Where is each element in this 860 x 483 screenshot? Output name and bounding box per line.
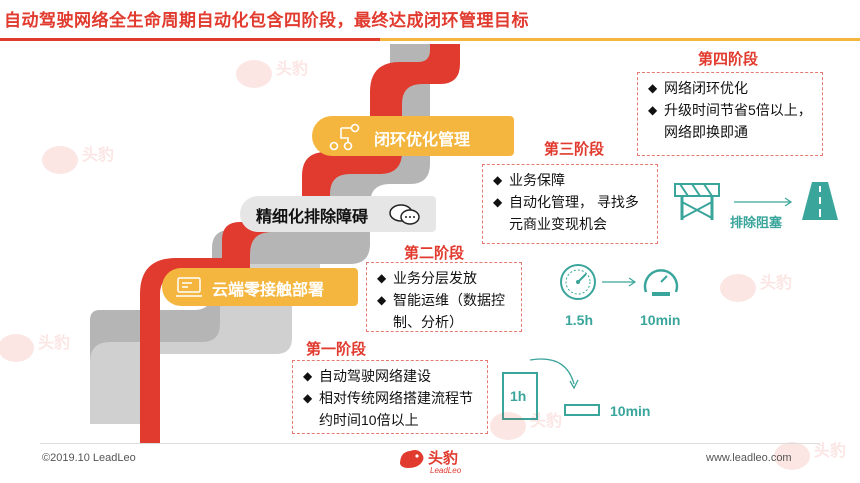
footer-logo-en: LeadLeo	[430, 466, 462, 475]
svg-text:头豹: 头豹	[814, 441, 846, 460]
road-icon	[802, 182, 838, 220]
stopwatch-icon	[643, 269, 679, 296]
step-refine-label: 精细化排除障碍	[256, 209, 369, 226]
chat-bubbles-icon	[389, 204, 420, 225]
footer-website[interactable]: www.leadleo.com	[706, 452, 792, 464]
speedometer-icon	[560, 264, 596, 300]
svg-text:头豹: 头豹	[760, 273, 792, 292]
stage-1-title: 第一阶段	[306, 341, 367, 358]
stage-1-bullet-2: 相对传统网络搭建流程节约时间10倍以上	[303, 387, 477, 431]
one-hour-box-icon	[502, 372, 538, 420]
footer-divider	[40, 443, 820, 444]
stage-2-time-before: 1.5h	[565, 312, 594, 328]
stage-2-bullet-2: 智能运维（数据控制、分析）	[377, 289, 511, 333]
watermark-logo-icon-5: 头豹	[720, 273, 792, 302]
watermark-logo-icon-6: 头豹	[774, 441, 846, 470]
stage-1-time-after: 10min	[610, 403, 651, 419]
stage-1-time-before: 1h	[510, 388, 527, 404]
stage-4-title: 第四阶段	[698, 51, 759, 68]
footer-logo-cn: 头豹	[428, 450, 459, 467]
svg-text:头豹: 头豹	[38, 333, 70, 352]
stage-3-box: 业务保障 自动化管理， 寻找多元商业变现机会	[482, 164, 658, 244]
road-barrier-icon	[674, 183, 720, 220]
stage-2-time-after: 10min	[640, 312, 681, 328]
stage-3-bullet-2: 自动化管理， 寻找多元商业变现机会	[493, 191, 647, 235]
stage-3-title: 第三阶段	[544, 141, 605, 158]
title-divider-red	[0, 38, 380, 41]
server-icon	[176, 277, 202, 297]
watermark-logo-icon-2: 头豹	[0, 333, 70, 362]
stage-4-bullet-2: 升级时间节省5倍以上，网络即换即通	[648, 99, 812, 143]
stage-2-title: 第二阶段	[404, 245, 465, 262]
stage-3-bullet-1: 业务保障	[493, 169, 647, 191]
stage-2-box: 业务分层发放 智能运维（数据控制、分析）	[366, 262, 522, 332]
arrow-right-icon	[602, 277, 637, 287]
flow-diagram-icon	[329, 123, 360, 151]
curved-arrow-icon	[529, 358, 579, 390]
leopard-logo-icon	[400, 450, 424, 468]
footer-copyright: ©2019.10 LeadLeo	[42, 452, 136, 464]
stage-1-bullet-1: 自动驾驶网络建设	[303, 365, 477, 387]
arrow-right-icon-2	[734, 197, 793, 207]
stage-2-bullet-1: 业务分层发放	[377, 267, 511, 289]
watermark-logo-icon: 头豹	[42, 145, 114, 174]
svg-text:头豹: 头豹	[82, 145, 114, 164]
stage-3-icon-label: 排除阻塞	[730, 215, 783, 230]
title-divider-yellow	[380, 38, 860, 41]
page-title: 自动驾驶网络全生命周期自动化包含四阶段，最终达成闭环管理目标	[4, 11, 529, 30]
svg-text:头豹: 头豹	[530, 411, 562, 430]
watermark-logo-icon-4: 头豹	[490, 411, 562, 440]
step-cloud-band	[162, 268, 358, 306]
watermark-logo-icon-3: 头豹	[236, 59, 308, 88]
step-cloud-label: 云端零接触部署	[212, 282, 325, 299]
ten-minute-box-icon	[564, 404, 600, 416]
svg-text:头豹: 头豹	[276, 59, 308, 78]
stage-4-bullet-1: 网络闭环优化	[648, 77, 812, 99]
step-closed-loop-label: 闭环优化管理	[374, 132, 471, 149]
stage-1-box: 自动驾驶网络建设 相对传统网络搭建流程节约时间10倍以上	[292, 360, 488, 434]
stage-4-box: 网络闭环优化 升级时间节省5倍以上，网络即换即通	[637, 72, 823, 156]
